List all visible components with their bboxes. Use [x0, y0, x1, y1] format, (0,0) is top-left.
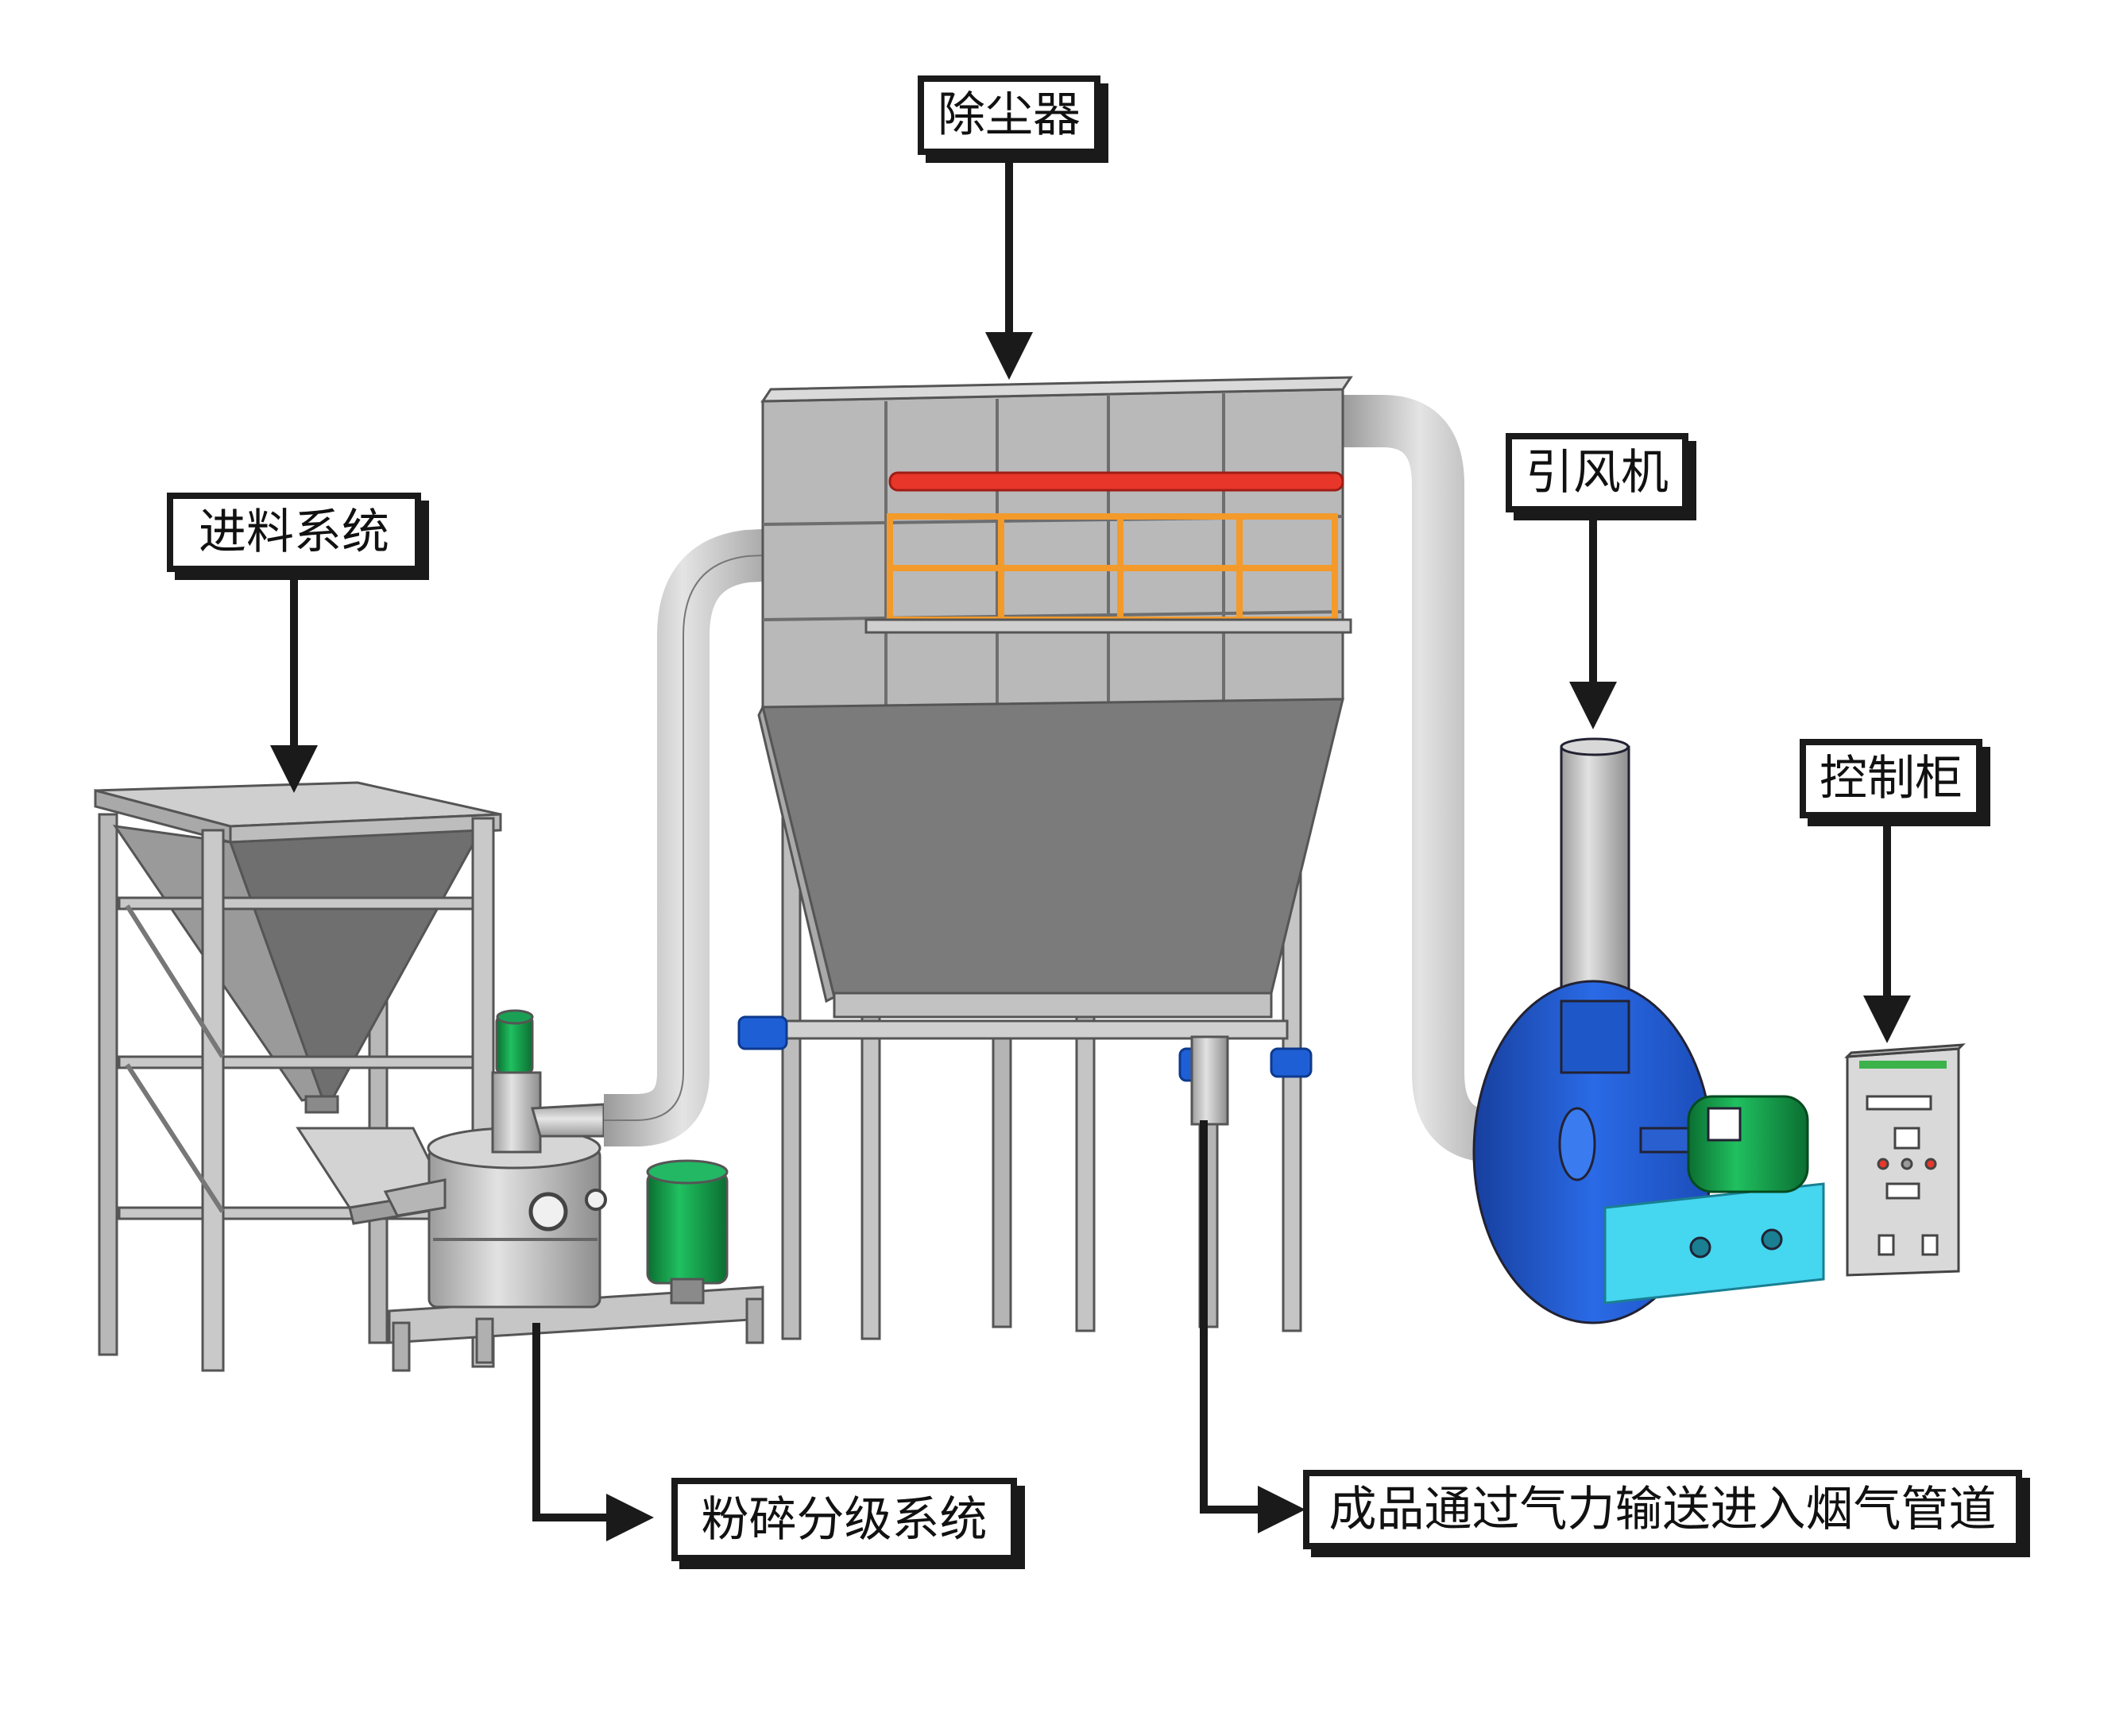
induced-fan [1472, 737, 1825, 1324]
label-product-conveying: 成品通过气力输送进入烟气管道 [1303, 1470, 2022, 1549]
grinding-mill [383, 1009, 764, 1372]
label-dust-collector: 除尘器 [918, 75, 1100, 155]
dust-collector [737, 376, 1353, 1340]
feed-hopper [94, 781, 502, 1372]
annotation-arrows [270, 155, 1911, 1541]
control-cabinet [1844, 1043, 1966, 1277]
label-control-cabinet: 控制柜 [1800, 739, 1982, 818]
arrow-grinding [532, 1323, 654, 1541]
label-feed-system: 进料系统 [167, 493, 421, 572]
label-induced-fan: 引风机 [1506, 433, 1688, 512]
arrow-product [1200, 1120, 1305, 1533]
duct-right [1343, 395, 1514, 1162]
label-grinding-classifying: 粉碎分级系统 [671, 1478, 1017, 1561]
duct-left-outline [604, 554, 779, 1121]
